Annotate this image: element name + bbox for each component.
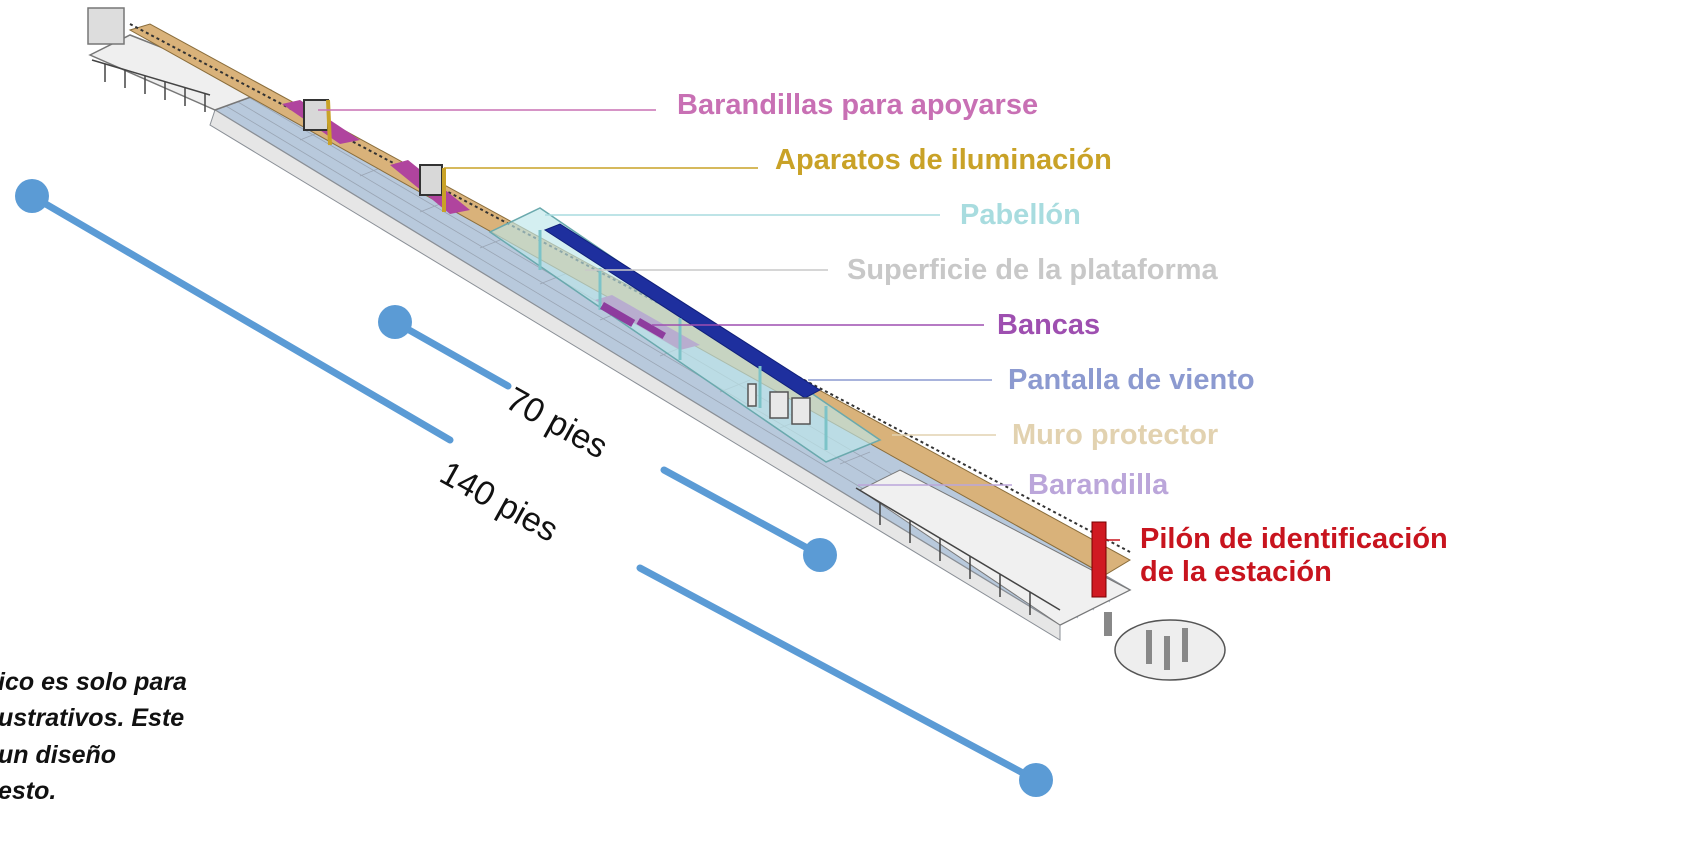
platform-illustration	[87, 7, 1226, 681]
wind-screen	[543, 223, 821, 399]
disclaimer-line-2: ustrativos. Este	[0, 704, 185, 733]
label-muro-protector: Muro protector	[1012, 419, 1219, 451]
leader-lines	[318, 109, 1120, 541]
station-pylon	[1091, 521, 1107, 598]
disclaimer-line-3: un diseño	[0, 740, 117, 769]
disclaimer-text: ico es solo para ustrativos. Este un dis…	[0, 664, 298, 809]
dim-70-end-dot	[803, 538, 837, 572]
end-box	[87, 7, 125, 45]
label-barandillas-apoyarse: Barandillas para apoyarse	[677, 89, 1039, 121]
dim-140-end-dot	[1019, 763, 1053, 797]
benches	[600, 301, 666, 340]
light-fixtures	[303, 99, 446, 212]
dim-line-140-b	[636, 564, 1040, 784]
dimension-endpoints	[15, 179, 1053, 797]
left-railing	[91, 59, 211, 112]
dim-70-start-dot	[378, 305, 412, 339]
label-pabellon: Pabellón	[960, 199, 1081, 231]
label-superficie-plataforma: Superficie de la plataforma	[847, 254, 1218, 286]
dim-line-70-a	[391, 318, 512, 390]
ramp-right	[859, 469, 1132, 626]
label-barandilla: Barandilla	[1028, 469, 1169, 501]
dimension-lines	[28, 192, 1040, 784]
label-pantalla-viento: Pantalla de viento	[1008, 364, 1255, 396]
disclaimer-line-4: esto.	[0, 776, 57, 805]
platform-edge	[209, 109, 1061, 641]
front-railing	[855, 487, 1061, 615]
plaza-bollards	[1104, 612, 1188, 670]
dim-line-140-a	[28, 192, 454, 444]
disclaimer-line-1: ico es solo para	[0, 668, 187, 696]
trash-bins	[747, 383, 811, 425]
label-bancas: Bancas	[997, 309, 1101, 341]
label-pilon-identificacion: Pilón de identificación de la estación	[1140, 523, 1448, 589]
dim-140-start-dot	[15, 179, 49, 213]
dim-line-70-b	[660, 466, 824, 559]
label-aparatos-iluminacion: Aparatos de iluminación	[775, 144, 1112, 176]
